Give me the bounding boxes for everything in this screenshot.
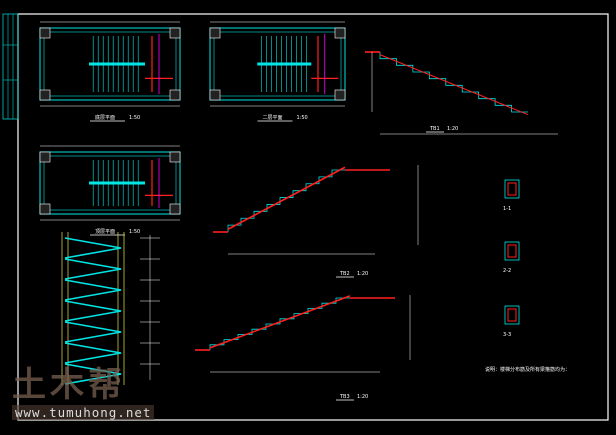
stair-steps <box>227 169 345 232</box>
plan-title: 底层平面 <box>95 114 115 121</box>
column <box>169 203 181 215</box>
detail-outline <box>504 241 520 261</box>
elevation-flight <box>64 363 122 385</box>
column <box>169 27 181 39</box>
watermark-logo: 土木帮 <box>12 365 126 405</box>
plan-wall-inner <box>43 155 177 211</box>
column <box>169 89 181 101</box>
plan-second: 二层平面 1:50 <box>209 21 346 122</box>
plan-scale: 1:50 <box>129 115 140 121</box>
slab-rebar <box>379 54 529 116</box>
elevation-flight <box>64 279 122 301</box>
column <box>169 151 181 163</box>
plan-title: 二层平面 <box>263 115 283 121</box>
section-tb2: TB2 1:20 <box>213 166 390 278</box>
plan-wall <box>39 151 181 215</box>
detail-rebar <box>507 308 517 322</box>
plan-wall-inner <box>43 31 177 97</box>
section-title: TB2 <box>339 271 350 277</box>
section-tb1: TB1 1:20 <box>365 51 558 135</box>
detail-rebar <box>507 244 517 258</box>
column <box>334 27 346 39</box>
plan-wall-inner <box>213 31 342 97</box>
slab-rebar <box>227 166 346 230</box>
section-title: TB1 <box>429 126 440 132</box>
plan-title: 顶层平面 <box>95 229 115 235</box>
section-scale: 1:20 <box>357 271 368 277</box>
elevation-flight <box>64 300 122 322</box>
drawing-frame <box>17 13 609 421</box>
detail-3: 3-3 <box>503 305 520 338</box>
column <box>39 27 51 39</box>
title-block <box>2 13 19 120</box>
plan-scale: 1:50 <box>297 115 308 121</box>
column <box>39 151 51 163</box>
detail-title: 3-3 <box>503 332 511 338</box>
column <box>209 27 221 39</box>
detail-2: 2-2 <box>503 241 520 274</box>
plan-wall <box>39 27 181 101</box>
elevation-flight <box>64 321 122 343</box>
section-title: TB3 <box>339 394 350 400</box>
section-tb3: TB3 1:20 <box>195 295 395 401</box>
plan-ground: 底层平面 1:50 <box>39 21 181 122</box>
detail-rebar <box>507 182 517 196</box>
detail-1: 1-1 <box>503 179 520 212</box>
plan-wall <box>209 27 346 101</box>
watermark-url: www.tumuhong.net <box>12 405 155 420</box>
column <box>39 89 51 101</box>
detail-title: 1-1 <box>503 206 511 212</box>
general-note: 说明：楼梯分布筋及所有梁箍筋均为： <box>485 366 570 373</box>
elevation-flight <box>64 258 122 280</box>
elevation-flight <box>64 237 122 259</box>
column <box>334 89 346 101</box>
detail-outline <box>504 305 520 325</box>
section-scale: 1:20 <box>447 126 458 132</box>
plan-top: 顶层平面 1:50 <box>39 145 181 236</box>
detail-outline <box>504 179 520 199</box>
section-scale: 1:20 <box>357 394 368 400</box>
detail-title: 2-2 <box>503 268 511 274</box>
elevation-flight <box>64 342 122 364</box>
stair-steps <box>209 297 350 350</box>
stair-steps <box>379 52 528 113</box>
plan-scale: 1:50 <box>129 229 140 235</box>
column <box>209 89 221 101</box>
slab-rebar <box>209 295 351 349</box>
column <box>39 203 51 215</box>
